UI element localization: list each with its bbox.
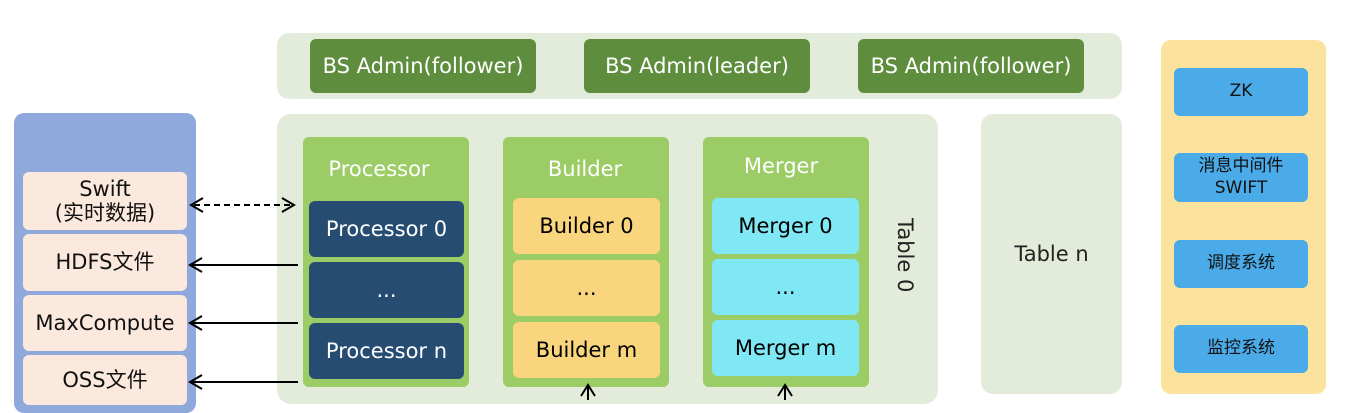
swift-mq-line2: SWIFT: [1214, 177, 1268, 198]
swift-processor-dashed-arrow: [189, 197, 296, 213]
table0-label: Table 0: [893, 217, 917, 293]
merger-ellipsis[interactable]: ...: [712, 259, 859, 315]
bs-admin-follower-right[interactable]: BS Admin(follower): [858, 39, 1084, 93]
builder-m[interactable]: Builder m: [513, 322, 660, 378]
maxcompute-arrow: [188, 315, 298, 331]
maxcompute-source[interactable]: MaxCompute: [23, 295, 187, 351]
tablen-box[interactable]: Table n: [981, 114, 1122, 394]
builder-up-arrow: [580, 383, 596, 400]
scheduler-box[interactable]: 调度系统: [1174, 240, 1308, 288]
connector-arrows: [188, 197, 793, 400]
builder-0[interactable]: Builder 0: [513, 198, 660, 254]
swift-source[interactable]: Swift (实时数据): [23, 172, 187, 230]
builder-ellipsis[interactable]: ...: [513, 260, 660, 316]
merger-up-arrow: [777, 383, 793, 400]
oss-source[interactable]: OSS文件: [23, 355, 187, 405]
processor-0[interactable]: Processor 0: [309, 201, 464, 257]
merger-0[interactable]: Merger 0: [712, 198, 859, 254]
hdfs-source[interactable]: HDFS文件: [23, 234, 187, 291]
processor-ellipsis[interactable]: ...: [309, 262, 464, 318]
bs-admin-follower-left[interactable]: BS Admin(follower): [310, 39, 536, 93]
bs-admin-leader[interactable]: BS Admin(leader): [584, 39, 810, 93]
builder-title: Builder: [547, 157, 623, 181]
processor-title: Processor: [328, 157, 430, 181]
zk-box[interactable]: ZK: [1174, 68, 1308, 116]
hdfs-arrow: [188, 257, 298, 273]
swift-mq-line1: 消息中间件: [1198, 156, 1284, 177]
merger-m[interactable]: Merger m: [712, 320, 859, 376]
oss-arrow: [188, 374, 298, 390]
merger-title: Merger: [743, 154, 819, 178]
swift-mq-box[interactable]: 消息中间件 SWIFT: [1174, 153, 1308, 202]
swift-source-line1: Swift: [79, 176, 131, 201]
swift-source-line2: (实时数据): [54, 201, 156, 225]
monitor-box[interactable]: 监控系统: [1174, 325, 1308, 373]
processor-n[interactable]: Processor n: [309, 323, 464, 379]
